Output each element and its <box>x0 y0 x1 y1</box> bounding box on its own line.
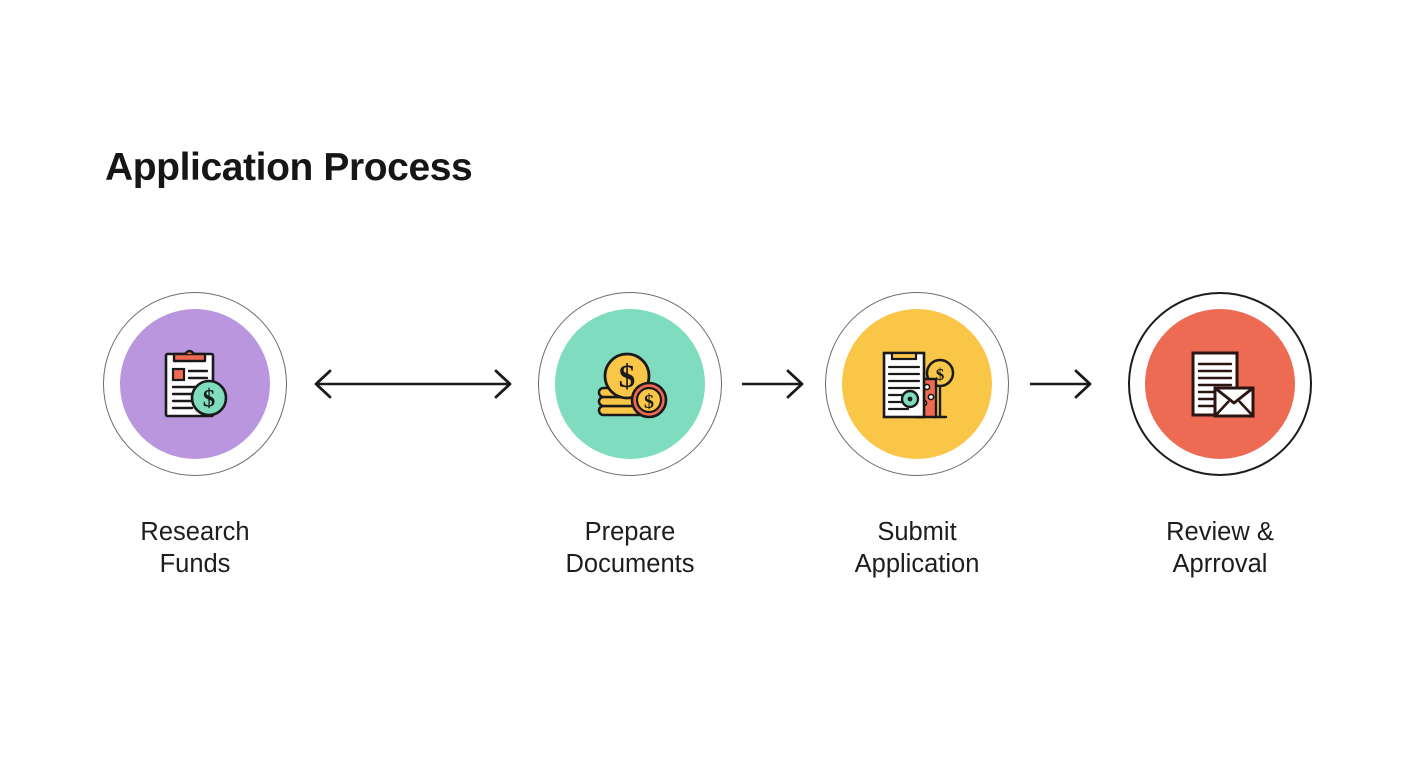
step-1-disc: $ <box>120 309 270 459</box>
page-title: Application Process <box>105 146 473 189</box>
svg-text:$: $ <box>936 365 945 384</box>
process-step-4[interactable] <box>1128 292 1312 476</box>
connector-arrow-3 <box>1028 366 1098 402</box>
connector-arrow-1 <box>308 366 518 402</box>
document-envelope-icon <box>1191 351 1255 418</box>
process-step-2[interactable]: $ $ <box>538 292 722 476</box>
step-2-disc: $ $ <box>555 309 705 459</box>
step-4-disc <box>1145 309 1295 459</box>
step-1-label-line1: Research <box>140 518 250 546</box>
step-2-label-line1: Prepare <box>584 518 676 546</box>
step-4-label: Review & Aprroval <box>1090 516 1350 580</box>
application-form-icon: $ <box>882 351 955 419</box>
step-3-label-line2: Application <box>854 550 980 578</box>
clipboard-dollar-icon: $ <box>164 349 228 418</box>
step-labels: Research Funds Prepare Documents Submit … <box>0 516 1408 596</box>
process-flow: $ <box>0 292 1408 492</box>
step-1-label: Research Funds <box>65 516 325 580</box>
step-1-label-line2: Funds <box>159 550 231 578</box>
step-2-label-line2: Documents <box>565 550 695 578</box>
step-3-disc: $ <box>842 309 992 459</box>
step-2-label: Prepare Documents <box>500 516 760 580</box>
process-step-3[interactable]: $ <box>825 292 1009 476</box>
connector-arrow-2 <box>740 366 810 402</box>
step-3-label-line1: Submit <box>877 518 957 546</box>
process-step-1[interactable]: $ <box>103 292 287 476</box>
step-4-label-line1: Review & <box>1166 518 1274 546</box>
step-3-label: Submit Application <box>787 516 1047 580</box>
svg-text:$: $ <box>203 386 216 413</box>
svg-text:$: $ <box>619 359 636 395</box>
step-4-label-line2: Aprroval <box>1172 550 1268 578</box>
svg-text:$: $ <box>644 391 654 413</box>
coins-stack-icon: $ $ <box>597 352 668 419</box>
